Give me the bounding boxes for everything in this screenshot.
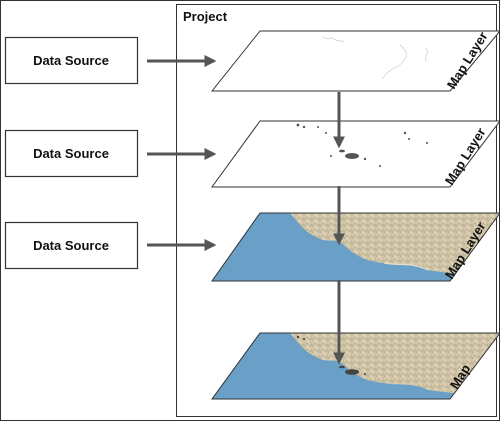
data-source-box xyxy=(4,129,139,178)
coastline-outline xyxy=(321,36,429,80)
data-source-3[interactable]: Data Source xyxy=(4,221,139,270)
land-mass xyxy=(290,333,500,399)
map-final[interactable]: Map xyxy=(211,332,500,400)
map-layer-1[interactable]: Map Layer xyxy=(210,29,500,92)
data-source-label: Data Source xyxy=(33,238,109,253)
layer-plane xyxy=(211,332,500,400)
layer-plane xyxy=(210,30,500,92)
layer-plane xyxy=(211,212,500,282)
island-points xyxy=(296,123,428,167)
data-source-label: Data Source xyxy=(33,146,109,161)
data-source-box xyxy=(4,221,139,270)
project-title: Project xyxy=(183,9,228,24)
map-layer-3[interactable]: Map Layer xyxy=(211,212,500,282)
map-layer-2[interactable]: Map Layer xyxy=(211,120,500,188)
data-source-box xyxy=(4,36,139,85)
data-source-2[interactable]: Data Source xyxy=(4,129,139,178)
data-source-1[interactable]: Data Source xyxy=(4,36,139,85)
land-mass xyxy=(290,213,500,281)
data-source-label: Data Source xyxy=(33,53,109,68)
